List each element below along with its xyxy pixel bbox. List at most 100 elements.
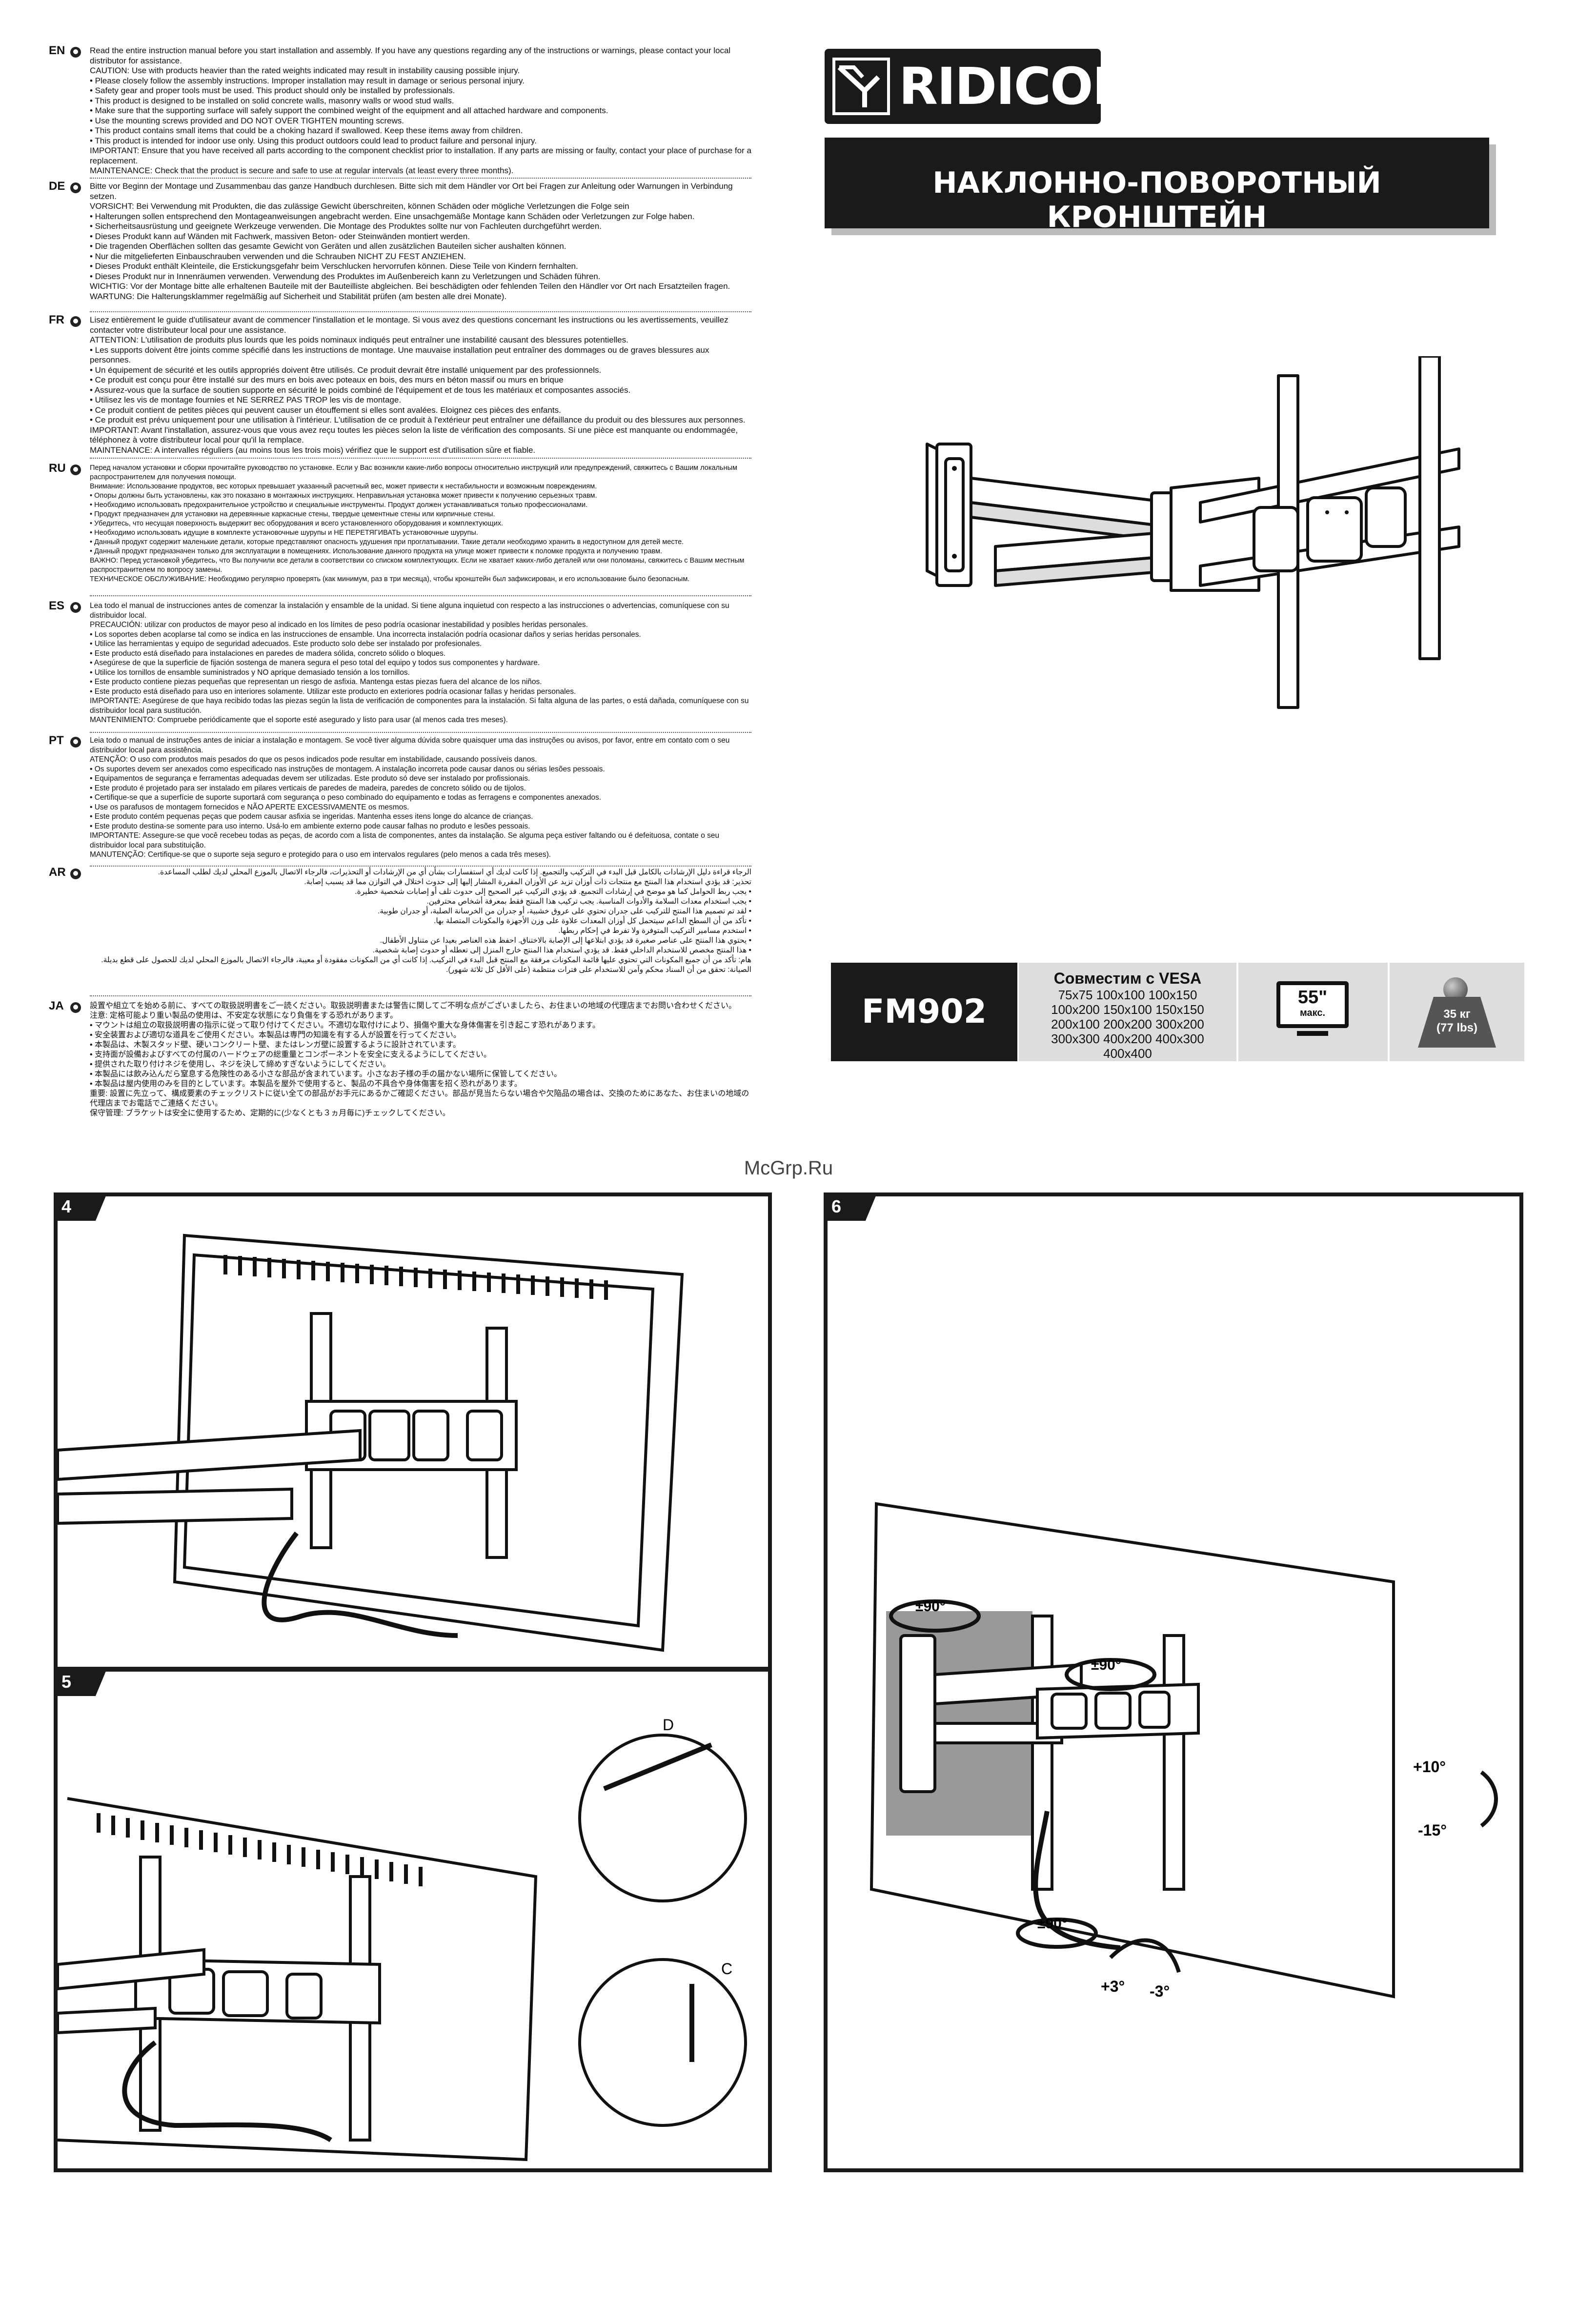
lang-code: ES bbox=[49, 599, 65, 612]
important-line: IMPORTANT: Avant l'installation, assurez… bbox=[90, 425, 738, 445]
bullet-line: • Los soportes deben acoplarse tal como … bbox=[90, 630, 641, 639]
lang-text: Lisez entièrement le guide d'utilisateur… bbox=[90, 315, 751, 455]
swivel-label: ±90° bbox=[1091, 1657, 1121, 1673]
lang-text: Leia todo o manual de instruções antes d… bbox=[90, 736, 751, 860]
globe-icon bbox=[70, 869, 81, 879]
bullet-line: • تأكد من أن السطح الداعم سيتحمل كل أوزا… bbox=[434, 917, 751, 925]
intro-line: Leia todo o manual de instruções antes d… bbox=[90, 736, 730, 754]
bullet-line: • 本製品には飲み込んだら窒息する危険性のある小さな部品が含まれています。小さな… bbox=[90, 1070, 562, 1078]
bullet-line: • يجب استخدام معدات السلامة والأدوات الم… bbox=[426, 897, 751, 906]
product-title-bar: НАКЛОННО-ПОВОРОТНЫЙ КРОНШТЕЙН bbox=[825, 138, 1489, 234]
caution-line: تحذير: قد يؤدي استخدام هذا المنتج مع منت… bbox=[304, 878, 751, 886]
tv-stand bbox=[1297, 1031, 1328, 1036]
bullet-line: • Use the mounting screws provided and D… bbox=[90, 116, 404, 125]
caution-line: PRECAUCIÓN: utilizar con productos de ma… bbox=[90, 621, 588, 629]
lang-block-ja: JA 設置や組立てを始める前に、すべての取扱説明書をご一読ください。取扱説明書ま… bbox=[49, 999, 751, 1118]
bullet-line: • Please closely follow the assembly ins… bbox=[90, 76, 525, 85]
intro-line: Lea todo el manual de instrucciones ante… bbox=[90, 602, 729, 620]
maintenance-line: 保守管理: ブラケットは安全に使用するため、定期的に(少なくとも３ヵ月毎に)チェ… bbox=[90, 1109, 450, 1117]
caution-line: ATENÇÃO: O uso com produtos mais pesados… bbox=[90, 755, 537, 764]
intro-line: Lisez entièrement le guide d'utilisateur… bbox=[90, 315, 728, 335]
bullet-line: • Убедитесь, что несущая поверхность выд… bbox=[90, 520, 503, 527]
bullet-line: • Un équipement de sécurité et les outil… bbox=[90, 365, 602, 375]
logo-mark-icon bbox=[832, 58, 890, 115]
divider bbox=[90, 178, 751, 179]
lang-text: Lea todo el manual de instrucciones ante… bbox=[90, 601, 751, 725]
bullet-line: • Dieses Produkt enthält Kleinteile, die… bbox=[90, 262, 578, 271]
important-line: IMPORTANTE: Assegure-se que você recebeu… bbox=[90, 831, 720, 849]
globe-icon bbox=[70, 182, 81, 193]
bullet-line: • استخدم مسامير التركيب المتوفرة ولا تفر… bbox=[558, 927, 751, 935]
caution-line: VORSICHT: Bei Verwendung mit Produkten, … bbox=[90, 202, 629, 211]
bullet-line: • 本製品は、木製スタッド壁、硬いコンクリート壁、またはレンガ壁に設置するように… bbox=[90, 1041, 461, 1049]
intro-line: Read the entire instruction manual befor… bbox=[90, 46, 731, 65]
lang-code: JA bbox=[49, 999, 64, 1012]
bullet-line: • Use os parafusos de montagem fornecido… bbox=[90, 803, 409, 811]
bullet-line: • Dieses Produkt kann auf Wänden mit Fac… bbox=[90, 231, 470, 241]
important-line: WICHTIG: Vor der Montage bitte alle erha… bbox=[90, 282, 730, 291]
lang-code: FR bbox=[49, 313, 64, 326]
divider bbox=[90, 732, 751, 733]
bullet-line: • Certifique-se que a superfície de supo… bbox=[90, 793, 602, 802]
bullet-line: • Assurez-vous que la surface de soutien… bbox=[90, 385, 631, 395]
bullet-line: • Asegúrese de que la superficie de fija… bbox=[90, 659, 540, 667]
bullet-line: • Este producto está diseñado para insta… bbox=[90, 649, 446, 658]
lang-code: RU bbox=[49, 462, 66, 475]
tilt-down-label: -15° bbox=[1418, 1821, 1447, 1839]
lang-code: EN bbox=[49, 44, 65, 57]
lang-block-es: ES Lea todo el manual de instrucciones a… bbox=[49, 599, 751, 733]
globe-icon bbox=[70, 1002, 81, 1013]
bullet-line: • Make sure that the supporting surface … bbox=[90, 106, 608, 115]
globe-icon bbox=[70, 737, 81, 748]
bullet-line: • 安全装置および適切な道具をご使用ください。本製品は専門の知識を有する人が設置… bbox=[90, 1031, 461, 1039]
lang-block-ar: AR الرجاء قراءة دليل الإرشادات بالكامل ق… bbox=[49, 867, 751, 996]
bullet-line: • This product is intended for indoor us… bbox=[90, 136, 537, 145]
bullet-line: • This product contains small items that… bbox=[90, 126, 523, 135]
weight-kg: 35 кг bbox=[1443, 1008, 1471, 1021]
lang-text: الرجاء قراءة دليل الإرشادات بالكامل قبل … bbox=[90, 868, 751, 975]
weight-lbs: (77 lbs) bbox=[1436, 1021, 1478, 1034]
vesa-line: 75x75 100x100 100x150 bbox=[1058, 988, 1197, 1002]
globe-icon bbox=[70, 465, 81, 475]
lang-code: DE bbox=[49, 180, 65, 193]
lang-text: Read the entire instruction manual befor… bbox=[90, 46, 751, 176]
bullet-line: • Nur die mitgelieferten Einbauschrauben… bbox=[90, 251, 466, 261]
bullet-line: • يحتوي هذا المنتج على عناصر صغيرة قد يؤ… bbox=[380, 936, 751, 945]
lang-text: 設置や組立てを始める前に、すべての取扱説明書をご一読ください。取扱説明書または警… bbox=[90, 1001, 751, 1118]
step-4-panel: 4 bbox=[54, 1192, 772, 1671]
intro-line: Bitte vor Beginn der Montage und Zusamme… bbox=[90, 182, 733, 201]
swivel-label: ±90° bbox=[1037, 1916, 1068, 1932]
bullet-line: • هذا المنتج مخصص للاستخدام الداخلي فقط.… bbox=[372, 946, 751, 954]
bullet-line: • Опоры должны быть установлены, как это… bbox=[90, 492, 597, 500]
bullet-line: • Данный продукт содержит маленькие дета… bbox=[90, 538, 684, 546]
step-6-illustration: ±90° ±90° ±90° +10° -15° +3° -3° bbox=[869, 1502, 1498, 2000]
tilt-up-label: +10° bbox=[1413, 1758, 1446, 1776]
step-5-illustration: D C bbox=[56, 1716, 747, 2162]
level-plus-label: +3° bbox=[1101, 1978, 1125, 1995]
bullet-line: • Este producto contiene piezas pequeñas… bbox=[90, 678, 542, 686]
vesa-line: 300x300 400x200 400x300 bbox=[1051, 1031, 1204, 1046]
important-line: ВАЖНО: Перед установкой убедитесь, что В… bbox=[90, 557, 745, 574]
maintenance-line: MAINTENANCE: A intervalles réguliers (au… bbox=[90, 445, 536, 455]
bullet-line: • Utilice los tornillos de ensamble sumi… bbox=[90, 668, 410, 677]
bracket-illustration bbox=[926, 356, 1460, 709]
maintenance-line: الصيانة: تحقق من أن السناد محكم وآمن للا… bbox=[446, 966, 751, 974]
maintenance-line: MAINTENANCE: Check that the product is s… bbox=[90, 166, 514, 175]
bullet-line: • Equipamentos de segurança e ferramenta… bbox=[90, 774, 530, 783]
bullet-line: • Os suportes devem ser anexados como es… bbox=[90, 765, 605, 773]
vesa-heading: Совместим с VESA bbox=[1053, 970, 1202, 987]
bullet-line: • Dieses Produkt nur in Innenräumen verw… bbox=[90, 271, 601, 281]
vesa-line: 200x100 200x200 300x200 bbox=[1051, 1017, 1204, 1031]
bullet-line: • Продукт предназначен для установки на … bbox=[90, 510, 495, 518]
bullet-line: • Данный продукт предназначен только для… bbox=[90, 547, 663, 555]
caution-line: Внимание: Использование продуктов, вес к… bbox=[90, 483, 597, 490]
vesa-line: 100x200 150x100 150x150 bbox=[1051, 1002, 1204, 1017]
caution-line: 注意: 定格可能より重い製品の使用は、不安定な状態になり負傷をする恐れがあります… bbox=[90, 1011, 398, 1020]
lang-block-en: EN Read the entire instruction manual be… bbox=[49, 44, 751, 179]
step-5-panel: 5 D C bbox=[54, 1668, 772, 2172]
lang-block-ru: RU Перед началом установки и сборки проч… bbox=[49, 462, 751, 596]
maintenance-line: ТЕХНИЧЕСКОЕ ОБСЛУЖИВАНИЕ: Необходимо рег… bbox=[90, 575, 690, 583]
bullet-line: • 支持面が設備およびすべての付属のハードウェアの総重量とコンポーネントを安全に… bbox=[90, 1051, 491, 1059]
divider bbox=[90, 995, 751, 996]
important-line: هام: تأكد من أن جميع المكونات التي تحتوي… bbox=[101, 956, 751, 964]
